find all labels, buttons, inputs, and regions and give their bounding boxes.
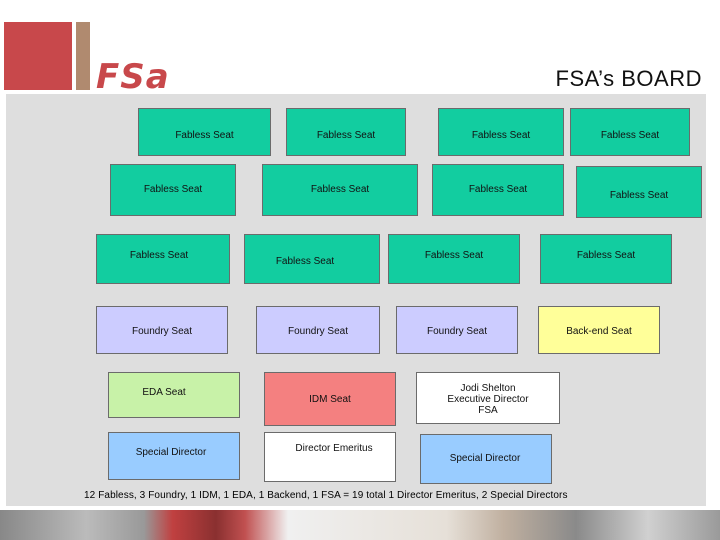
seat-label: Foundry Seat bbox=[426, 326, 488, 337]
fabless-seat: Fabless Seat bbox=[96, 234, 230, 284]
board-composition-note: 12 Fabless, 3 Foundry, 1 IDM, 1 EDA, 1 B… bbox=[84, 490, 568, 501]
fabless-seat: Fabless Seat bbox=[576, 166, 702, 218]
seat-label: Foundry Seat bbox=[287, 326, 349, 337]
seat-label: Fabless Seat bbox=[316, 130, 376, 141]
executive-director-org: FSA bbox=[478, 405, 498, 416]
fabless-seat: Fabless Seat bbox=[244, 234, 380, 284]
seat-label: Fabless Seat bbox=[609, 190, 669, 201]
seat-label: Director Emeritus bbox=[295, 443, 373, 454]
logo-red-block bbox=[4, 22, 72, 90]
seat-label: Fabless Seat bbox=[129, 250, 189, 261]
seat-label: Fabless Seat bbox=[468, 184, 528, 195]
seat-label: Back-end Seat bbox=[566, 326, 632, 337]
page-title: FSA’s BOARD bbox=[555, 66, 702, 91]
decorative-photo-strip bbox=[0, 510, 720, 540]
seat-label: Fabless Seat bbox=[275, 256, 335, 267]
fabless-seat: Fabless Seat bbox=[540, 234, 672, 284]
seat-label: Fabless Seat bbox=[471, 130, 531, 141]
seat-label: Fabless Seat bbox=[143, 184, 203, 195]
fabless-seat: Fabless Seat bbox=[570, 108, 690, 156]
executive-director-seat: Jodi Shelton Executive Director FSA bbox=[416, 372, 560, 424]
fsa-logo: FSa bbox=[96, 57, 170, 97]
eda-seat: EDA Seat bbox=[108, 372, 240, 418]
seat-label: Fabless Seat bbox=[576, 250, 636, 261]
idm-seat: IDM Seat bbox=[264, 372, 396, 426]
foundry-seat: Foundry Seat bbox=[256, 306, 380, 354]
special-director-seat: Special Director bbox=[108, 432, 240, 480]
special-director-seat: Special Director bbox=[420, 434, 552, 484]
backend-seat: Back-end Seat bbox=[538, 306, 660, 354]
fabless-seat: Fabless Seat bbox=[388, 234, 520, 284]
fabless-seat: Fabless Seat bbox=[432, 164, 564, 216]
director-emeritus-seat: Director Emeritus bbox=[264, 432, 396, 482]
seat-label: Fabless Seat bbox=[600, 130, 660, 141]
fabless-seat: Fabless Seat bbox=[262, 164, 418, 216]
seat-label: EDA Seat bbox=[142, 387, 186, 398]
seat-label: Fabless Seat bbox=[310, 184, 370, 195]
executive-director-name: Jodi Shelton bbox=[460, 383, 516, 394]
executive-director-role: Executive Director bbox=[447, 394, 529, 405]
foundry-seat: Foundry Seat bbox=[96, 306, 228, 354]
fabless-seat: Fabless Seat bbox=[438, 108, 564, 156]
foundry-seat: Foundry Seat bbox=[396, 306, 518, 354]
seat-label: Foundry Seat bbox=[131, 326, 193, 337]
seat-label: Special Director bbox=[135, 447, 207, 458]
fabless-seat: Fabless Seat bbox=[110, 164, 236, 216]
seat-label: Fabless Seat bbox=[424, 250, 484, 261]
logo-stripe bbox=[76, 22, 90, 90]
seat-label: Special Director bbox=[449, 453, 521, 464]
fabless-seat: Fabless Seat bbox=[138, 108, 271, 156]
seat-label: Fabless Seat bbox=[175, 130, 234, 141]
seat-label: IDM Seat bbox=[309, 394, 351, 405]
fabless-seat: Fabless Seat bbox=[286, 108, 406, 156]
